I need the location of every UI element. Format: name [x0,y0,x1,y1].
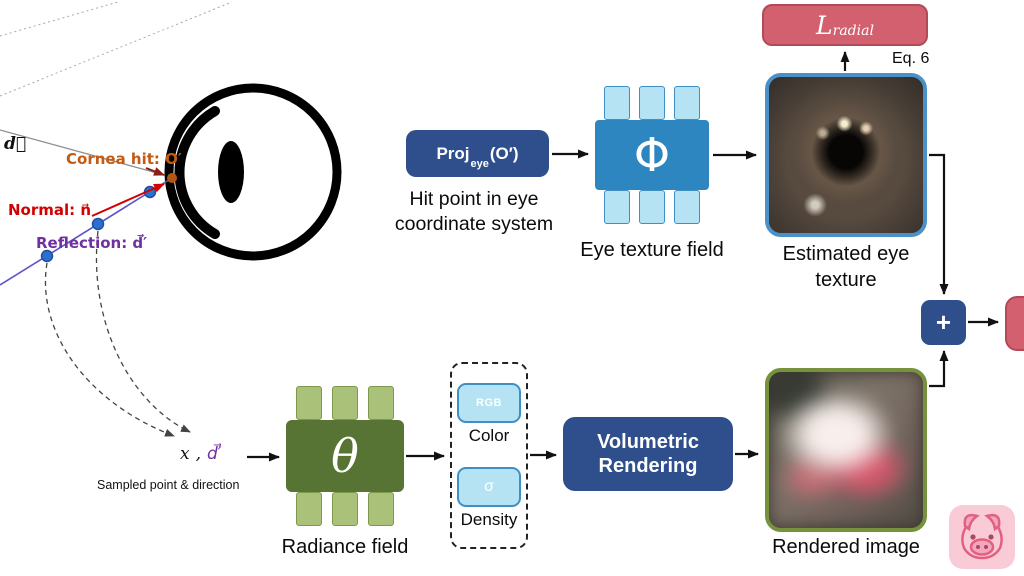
proj-label: Proj [436,143,470,163]
eye-texture-field-block: Φ [595,86,709,224]
theta-symbol: θ [331,429,359,483]
sample-guide-curve [95,230,191,433]
nn-layer-chip [296,492,322,526]
construction-line [0,1,119,37]
plus-symbol: + [935,307,952,337]
phi-symbol: Φ [633,128,671,182]
nn-layer-chip [639,86,665,120]
pupil [218,141,244,203]
nn-layer-chip [674,190,700,224]
estimated-texture-caption: Estimated eye texture [782,243,910,291]
nn-layer-chip [368,492,394,526]
loss-symbol: L [816,10,833,40]
phi-core-box: Φ [595,120,709,190]
pig-ear-left-icon [963,513,980,532]
radiance-field-label: Radiance field [281,536,409,558]
reflection-ray-line [0,177,173,286]
nn-layer-chip [368,386,394,420]
loss-subscript: radial [832,23,874,39]
rgb-chip: RGB [457,383,521,423]
pig-ear-right-icon [984,513,1001,532]
proj-subscript: eye [470,158,489,170]
pig-nostril-icon [976,545,980,549]
eye-texture-field-label: Eye texture field [580,239,724,261]
radiance-field-block: θ [286,386,404,526]
eyeball-outline [164,83,342,261]
eye-texture-photo [769,77,923,233]
view-ray-line [0,129,169,177]
equation-ref-label: Eq. 6 [892,50,930,67]
output-box-partial [1005,296,1024,351]
nn-layer-chip [604,190,630,224]
nn-layer-chips-top [286,386,404,420]
sample-direction-symbol: d⃗′ [207,444,222,464]
construction-line [0,1,233,97]
sample-guide-curve [44,262,175,437]
nn-layer-chip [604,86,630,120]
sample-point-dot [40,249,54,263]
nn-layer-chip [332,386,358,420]
pig-logo [949,505,1015,569]
color-label: Color [468,426,510,445]
connector-estimated-to-plus [929,153,949,295]
pig-nostril-icon [984,545,988,549]
nn-layer-chip [332,492,358,526]
hit-point-caption: Hit point in eye coordinate system [394,188,554,235]
rendered-image [765,368,927,532]
nn-layer-chip [296,386,322,420]
nn-layer-chips-top [595,86,709,120]
connector-rendered-to-plus [929,350,949,388]
normal-label: Normal: n⃗ [8,201,92,219]
normal-arrow [91,183,165,217]
sigma-chip: σ [457,467,521,507]
estimated-eye-texture-image [765,73,927,237]
plus-combine-box: + [921,300,966,345]
nn-layer-chip [674,86,700,120]
view-ray-label: d⃗ [4,134,27,154]
nn-layer-chip [639,190,665,224]
eye-cross-section [164,83,342,261]
sample-point-dot [91,217,105,231]
nn-layer-chips-bottom [286,492,404,526]
pig-eye-icon [970,534,976,540]
sample-comma: , [195,444,201,464]
raw-output-box: RGB Color σ Density [450,362,528,549]
sampled-point-label: x, d⃗′ [180,444,222,464]
sampled-caption: Sampled point & direction [97,478,240,492]
volumetric-rendering-box: Volumetric Rendering [563,417,733,491]
pig-snout-icon [969,538,995,556]
theta-core-box: θ [286,420,404,492]
cornea-hit-label: Cornea hit: O′ [66,150,182,168]
pig-face-outline-icon [961,526,1003,560]
density-label: Density [460,510,518,529]
cornea-hit-point [167,173,177,183]
iris-arc [174,106,220,239]
pig-logo-background [949,505,1015,569]
proj-arg: (O′) [489,143,519,163]
sample-x-symbol: x [180,444,190,464]
rendered-image-caption: Rendered image [772,536,920,558]
reflection-label: Reflection: d⃗′ [36,234,148,252]
pig-eye-icon [988,534,994,540]
rendered-photo [769,372,923,528]
nn-layer-chips-bottom [595,190,709,224]
cornea-hit-pointer-arrow [145,167,165,176]
